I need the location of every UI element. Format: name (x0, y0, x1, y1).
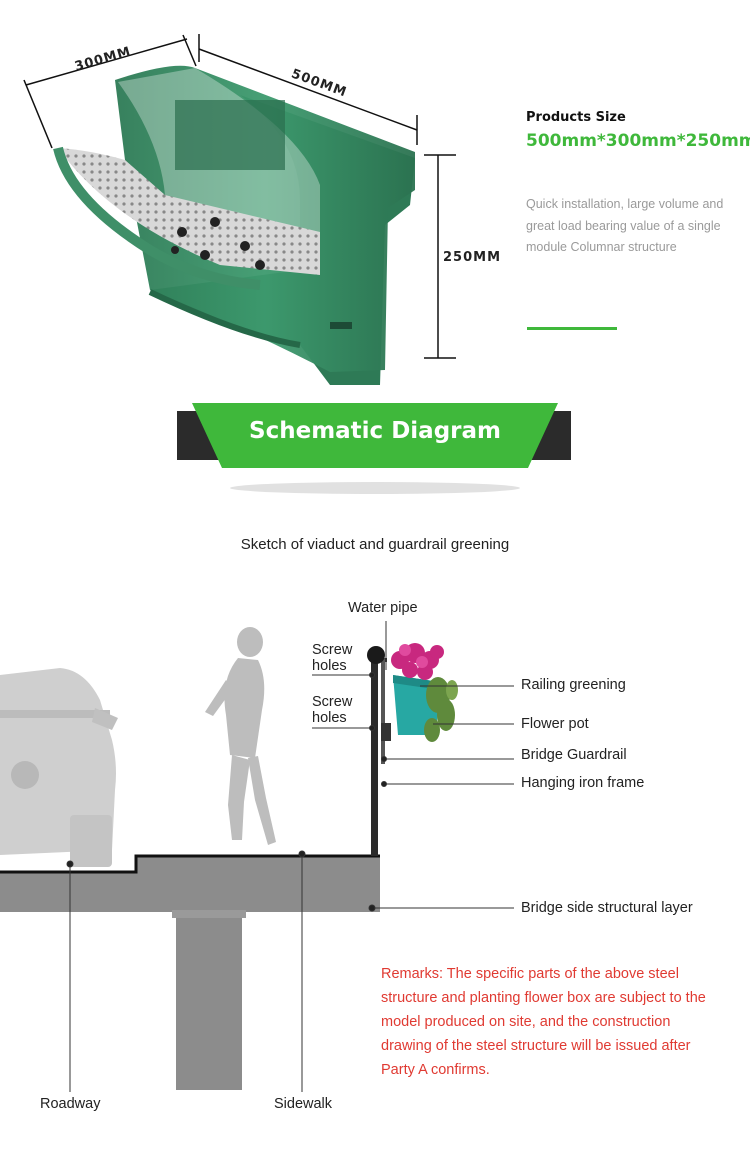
dimension-line-width (23, 34, 197, 149)
label-roadway: Roadway (40, 1096, 101, 1112)
bridge-diagram (0, 621, 514, 1092)
flower-box (53, 65, 415, 385)
guardrail-frame (367, 646, 391, 856)
label-flower-pot: Flower pot (521, 716, 589, 732)
banner-title: Schematic Diagram (249, 418, 501, 444)
dimension-line-height (424, 154, 456, 359)
pedestrian-silhouette (205, 627, 276, 845)
label-screw-holes-lower: Screw holes (312, 694, 353, 726)
banner-graphic (177, 403, 571, 494)
remarks-text: Remarks: The specific parts of the above… (381, 966, 706, 1078)
flower-box-illustration (23, 34, 456, 385)
label-hanging-iron-frame: Hanging iron frame (521, 775, 645, 791)
label-bridge-guardrail: Bridge Guardrail (521, 747, 627, 763)
accent-bar (527, 327, 617, 330)
car-silhouette (0, 668, 118, 867)
label-water-pipe: Water pipe (348, 600, 418, 616)
products-size-value: 500mm*300mm*250mm (526, 131, 750, 151)
label-bridge-side-structural-layer: Bridge side structural layer (521, 900, 693, 916)
dimension-line-length (198, 34, 418, 145)
diagram-caption: Sketch of viaduct and guardrail greening (240, 536, 510, 553)
label-railing-greening: Railing greening (521, 677, 626, 693)
label-sidewalk: Sidewalk (274, 1096, 333, 1112)
products-size-title: Products Size (526, 110, 626, 125)
leader-lines (66, 621, 514, 1092)
product-description: Quick installation, large volume and gre… (526, 197, 724, 254)
bridge-deck (0, 854, 380, 1090)
dimension-label-height: 250MM (443, 250, 502, 265)
flower-pot-plant (391, 643, 458, 742)
label-screw-holes-upper: Screw holes (312, 642, 353, 674)
